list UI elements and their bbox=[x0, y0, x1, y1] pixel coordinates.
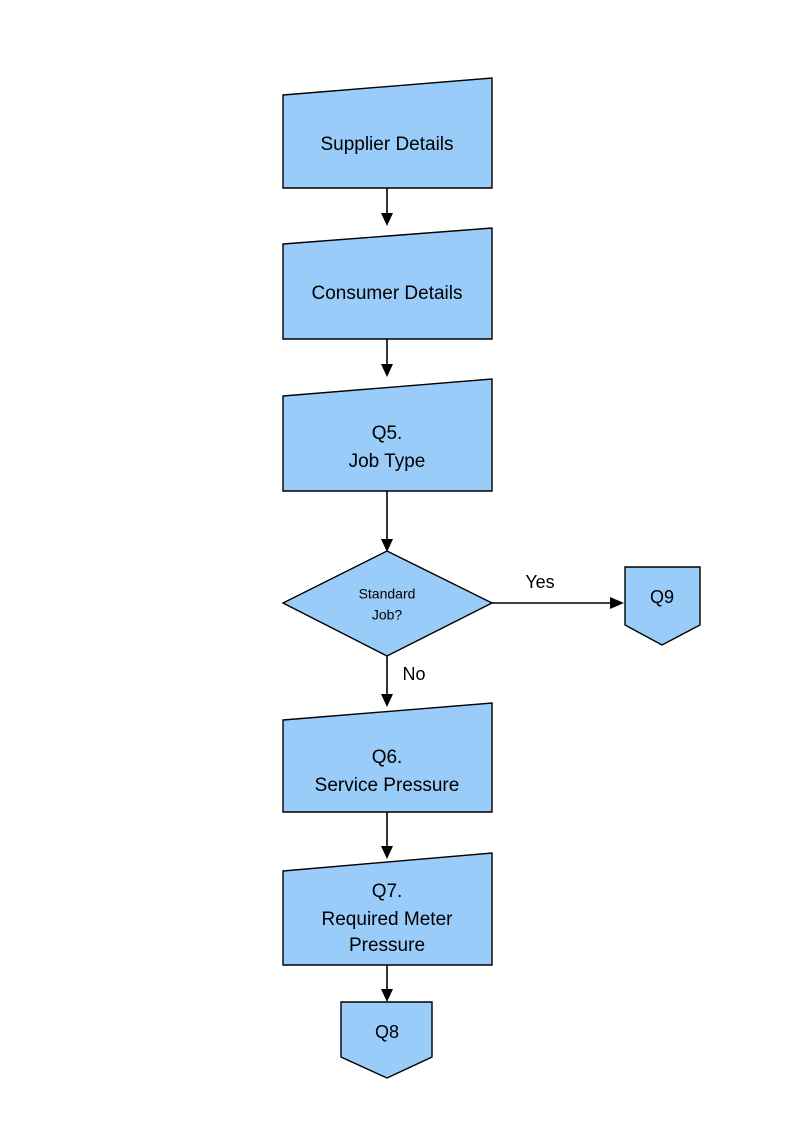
q5-job-type-label-line2: Job Type bbox=[349, 451, 426, 472]
q7-required-meter-pressure-shape bbox=[282, 852, 493, 966]
node-q5-job-type[interactable]: Q5. Job Type bbox=[282, 378, 493, 492]
consumer-details-shape bbox=[282, 227, 493, 340]
edge-decision-to-q6: No bbox=[381, 656, 426, 707]
q8-shape bbox=[340, 1001, 433, 1079]
node-q8[interactable]: Q8 bbox=[340, 1001, 433, 1079]
q6-service-pressure-label-line2: Service Pressure bbox=[315, 775, 460, 796]
arrow-head-icon bbox=[381, 364, 393, 377]
node-q7-required-meter-pressure[interactable]: Q7. Required Meter Pressure bbox=[282, 852, 493, 966]
q7-required-meter-pressure-label-line3: Pressure bbox=[349, 935, 425, 956]
arrow-head-icon bbox=[381, 694, 393, 707]
q5-job-type-label-line1: Q5. bbox=[372, 423, 403, 444]
node-q6-service-pressure[interactable]: Q6. Service Pressure bbox=[282, 702, 493, 813]
edge-consumer-to-q5 bbox=[381, 339, 393, 377]
arrow-head-icon bbox=[381, 989, 393, 1002]
q8-label: Q8 bbox=[375, 1022, 399, 1042]
q5-job-type-shape bbox=[282, 378, 493, 492]
q9-label: Q9 bbox=[650, 587, 674, 607]
edge-label-no: No bbox=[402, 664, 425, 684]
edge-decision-to-q9: Yes bbox=[492, 572, 624, 609]
node-supplier-details[interactable]: Supplier Details bbox=[282, 77, 493, 189]
node-q9[interactable]: Q9 bbox=[624, 566, 701, 646]
edge-supplier-to-consumer bbox=[381, 188, 393, 226]
edge-q6-to-q7 bbox=[381, 812, 393, 859]
q6-service-pressure-label-line1: Q6. bbox=[372, 747, 403, 768]
q7-required-meter-pressure-label-line2: Required Meter bbox=[322, 909, 454, 930]
consumer-details-label: Consumer Details bbox=[312, 283, 463, 304]
arrow-head-icon bbox=[610, 597, 624, 609]
standard-job-decision-label-line1: Standard bbox=[359, 586, 416, 602]
arrow-head-icon bbox=[381, 539, 393, 552]
node-standard-job-decision[interactable]: Standard Job? bbox=[281, 550, 494, 657]
edge-q7-to-q8 bbox=[381, 965, 393, 1002]
q6-service-pressure-shape bbox=[282, 702, 493, 813]
q7-required-meter-pressure-label-line1: Q7. bbox=[372, 881, 403, 902]
node-consumer-details[interactable]: Consumer Details bbox=[282, 227, 493, 340]
edge-label-yes: Yes bbox=[525, 572, 554, 592]
standard-job-decision-label-line2: Job? bbox=[372, 607, 403, 623]
standard-job-decision-shape bbox=[281, 550, 494, 657]
arrow-head-icon bbox=[381, 213, 393, 226]
arrow-head-icon bbox=[381, 846, 393, 859]
edge-q5-to-decision bbox=[381, 491, 393, 552]
supplier-details-shape bbox=[282, 77, 493, 189]
q9-shape bbox=[624, 566, 701, 646]
supplier-details-label: Supplier Details bbox=[320, 134, 453, 155]
